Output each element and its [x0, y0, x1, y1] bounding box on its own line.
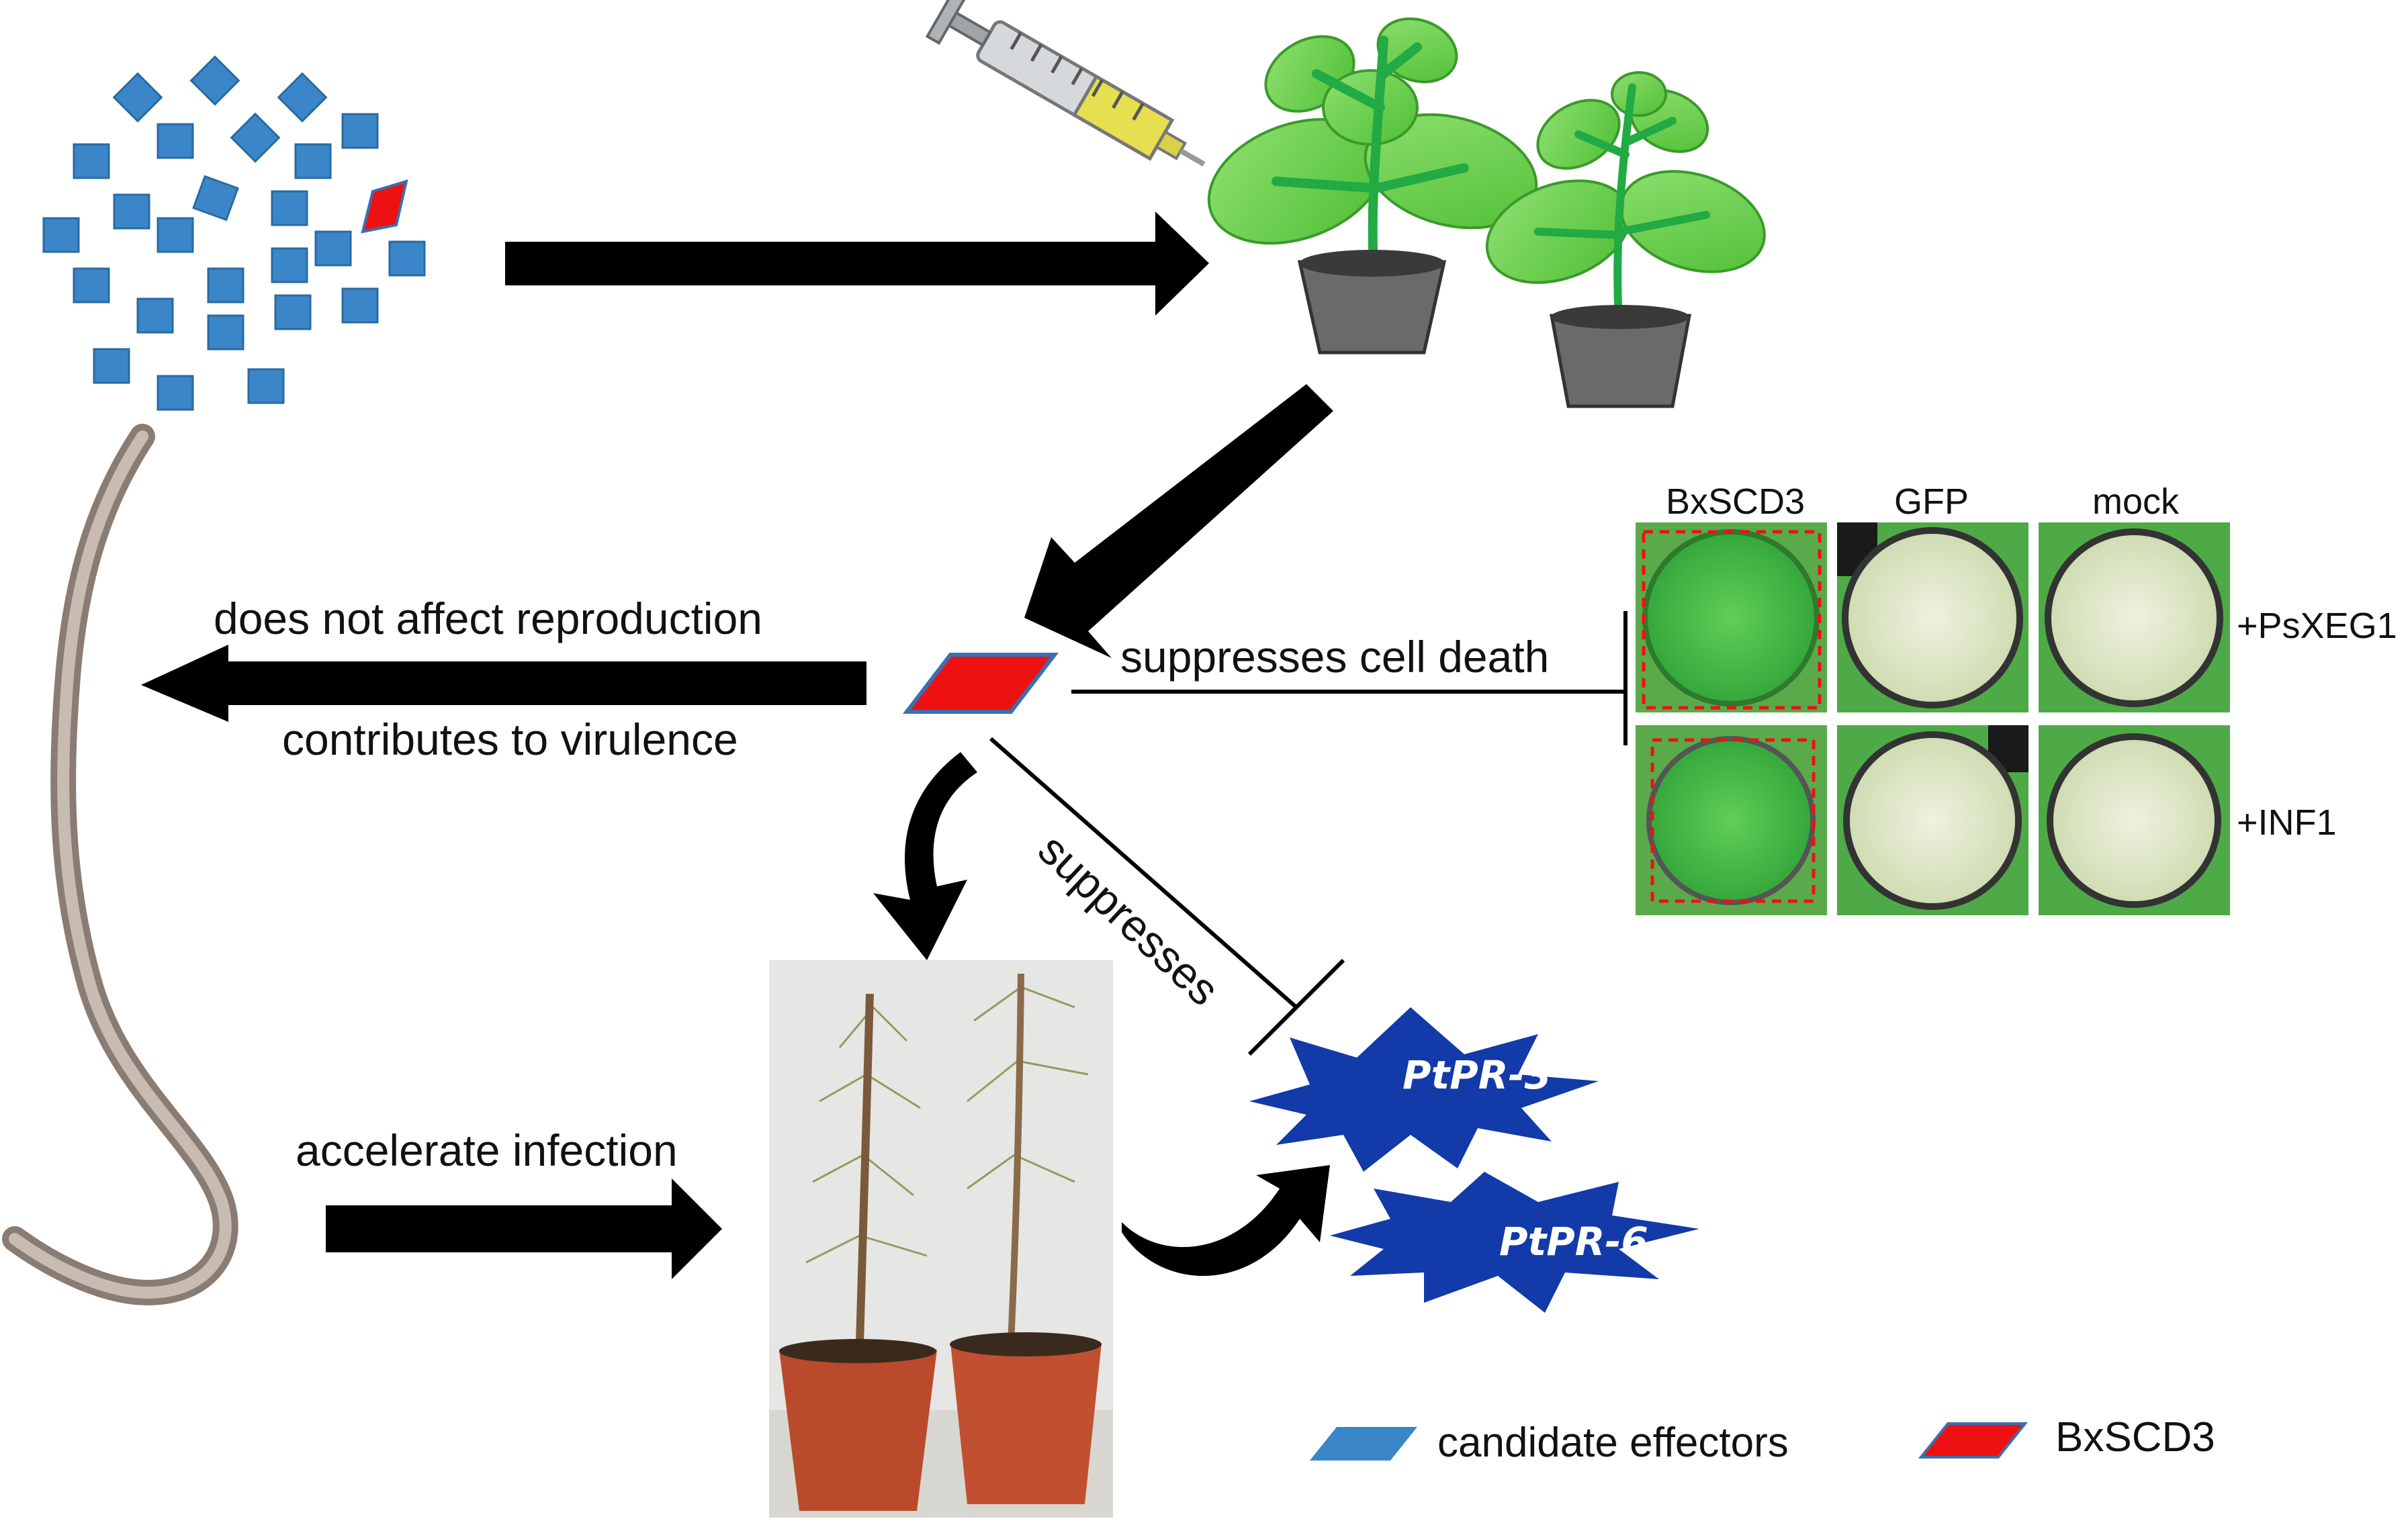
bxscd3-marker — [361, 179, 408, 234]
assay-cell-r2c1 — [1636, 725, 1827, 915]
leaf-assay-panel — [1636, 522, 2230, 915]
gene-ptpr6-label: PtPR-6 — [1499, 1219, 1648, 1264]
inhibit-pr-genes — [989, 737, 1345, 1056]
legend-bxscd3-swatch — [1918, 1422, 2028, 1459]
panel-row-psxeg1: +PsXEG1 — [2237, 606, 2397, 646]
assay-cell-r2c3 — [2039, 725, 2230, 915]
panel-row-inf1: +INF1 — [2237, 802, 2337, 843]
gene-ptpr3-label: PtPR-3 — [1402, 1052, 1552, 1098]
legend-candidate-label: candidate effectors — [1437, 1420, 1789, 1466]
curved-arrow-to-pine — [873, 752, 977, 960]
legend-bxscd3-label: BxSCD3 — [2055, 1414, 2215, 1461]
assay-cell-r2c2 — [1837, 725, 2028, 915]
panel-col-mock: mock — [2092, 481, 2180, 522]
arrow-accelerate-infection — [326, 1178, 722, 1279]
assay-cell-r1c2 — [1837, 522, 2028, 712]
bxscd3-central-marker — [902, 653, 1059, 714]
syringe-icon — [925, 0, 1206, 167]
arrow-plants-to-bxscd3 — [1024, 384, 1333, 658]
label-cell-death: suppresses cell death — [1120, 632, 1550, 682]
legend-effector-swatch — [1310, 1427, 1417, 1461]
nematode — [2, 424, 238, 1306]
label-reproduction: does not affect reproduction — [214, 594, 763, 643]
ptpr3-star — [1249, 1007, 1599, 1172]
effector-cluster — [42, 55, 426, 411]
arrow-effectors-to-plants — [505, 212, 1209, 316]
assay-cell-r1c3 — [2039, 522, 2230, 712]
label-virulence: contributes to virulence — [282, 714, 738, 764]
arrow-to-nematode — [141, 645, 866, 722]
inhibit-cell-death — [1071, 611, 1627, 745]
tobacco-plant-large — [1207, 17, 1538, 355]
ptpr6-star — [1330, 1172, 1699, 1313]
panel-col-gfp: GFP — [1894, 481, 1969, 522]
label-infection: accelerate infection — [296, 1125, 678, 1175]
pine-photo — [769, 960, 1113, 1518]
tobacco-plant-small — [1485, 71, 1766, 408]
panel-col-bxscd3: BxSCD3 — [1666, 481, 1805, 522]
curved-arrow-to-pr-genes — [1122, 1165, 1330, 1277]
assay-cell-r1c1 — [1636, 522, 1827, 712]
